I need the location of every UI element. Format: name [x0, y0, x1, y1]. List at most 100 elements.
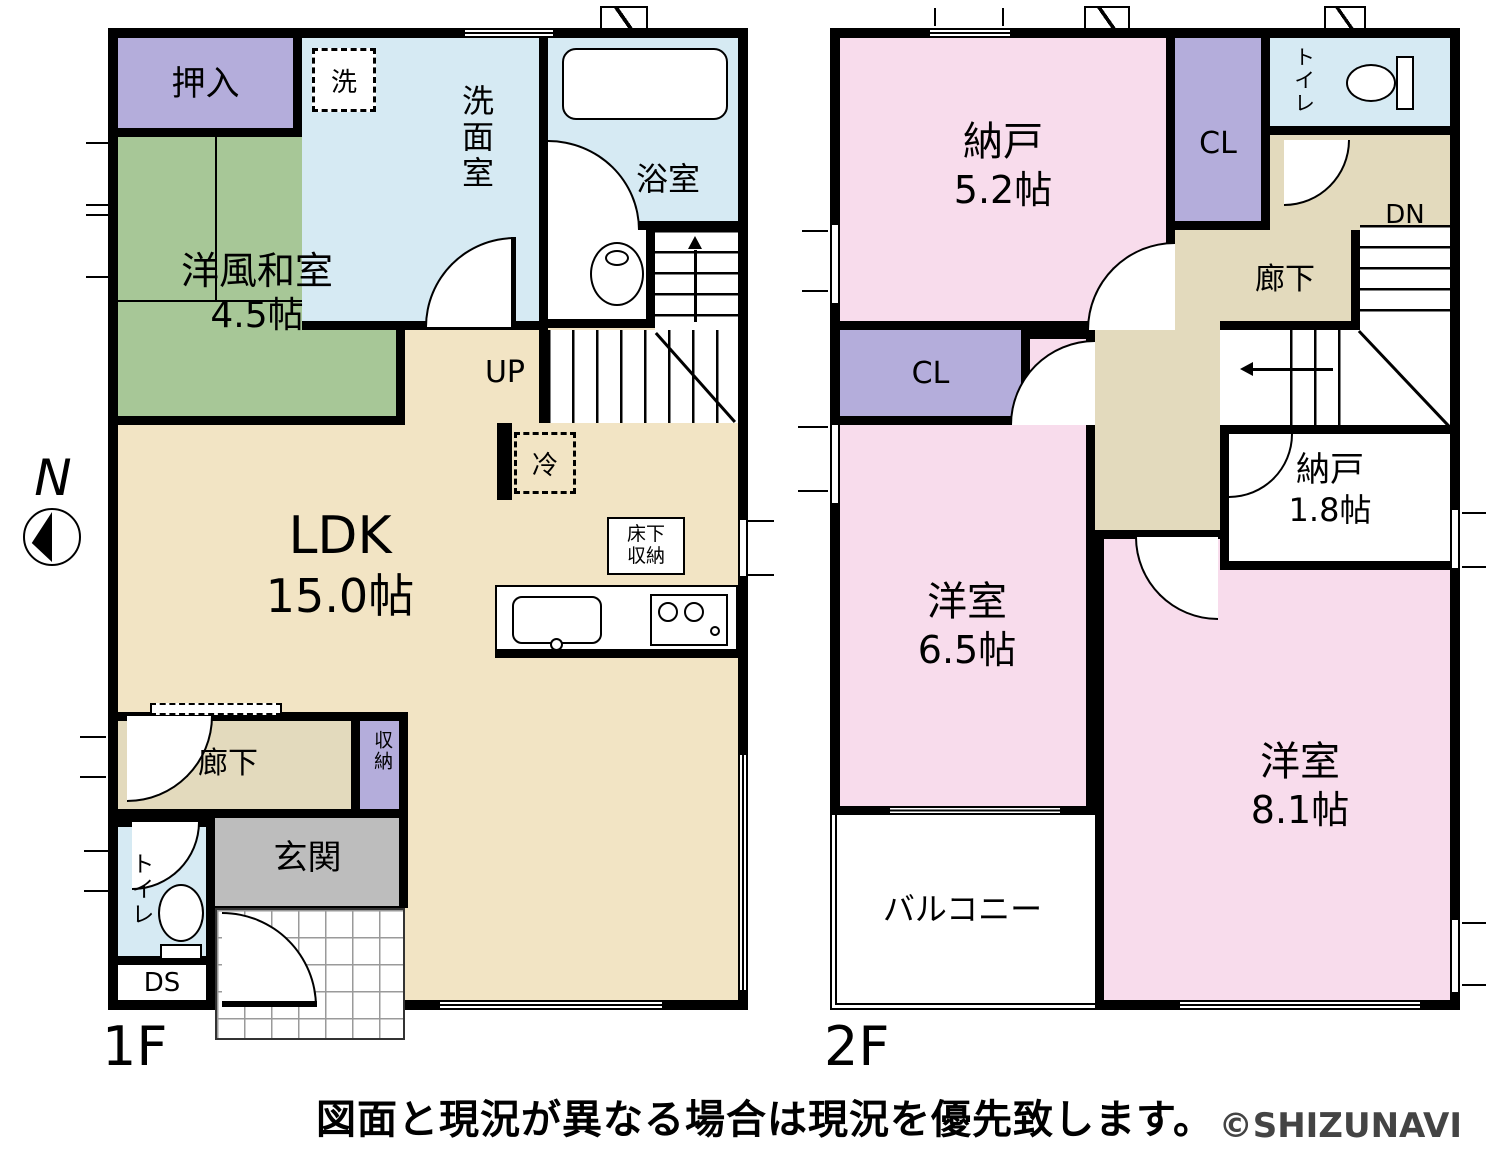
stairs-wall [539, 330, 548, 423]
shuunou-label: 収納 [371, 730, 394, 772]
genkan-label: 玄関 [273, 838, 342, 878]
window-hatch [802, 230, 828, 292]
balcony-label: バルコニー [882, 890, 1043, 928]
stairs-wall [1351, 230, 1360, 330]
window-hatch [934, 8, 1004, 26]
toilet-bowl-icon [158, 884, 204, 942]
fridge-space: 冷 [514, 432, 576, 494]
compass-icon [23, 508, 81, 566]
nando-5-2-name: 納戸 [963, 119, 1043, 165]
stairs-up-arrow-line [694, 250, 697, 322]
cl-top-label: CL [1199, 126, 1237, 161]
window [830, 225, 840, 303]
window-hatch [86, 214, 110, 278]
bathtub-icon [562, 48, 728, 120]
yoshitsu-6-5-name: 洋室 [927, 579, 1007, 625]
toilet-tank-icon [1396, 56, 1414, 110]
ldk-size: 15.0帖 [265, 569, 415, 624]
floor-2f-label: 2F [824, 1015, 890, 1078]
room-oshiire [118, 38, 302, 137]
washitsu-name: 洋風和室 [180, 249, 333, 293]
washer-label: 洗 [330, 67, 357, 98]
hall-2f-corridor [1095, 330, 1220, 530]
cl-mid-label: CL [911, 356, 950, 391]
stairs-wall [1220, 321, 1360, 330]
window-hatch [798, 426, 828, 492]
toilet-tank-icon [160, 944, 202, 960]
up-label: UP [484, 355, 526, 390]
window-hatch [80, 736, 106, 778]
nando-1-8-size: 1.8帖 [1288, 491, 1372, 530]
nando-1-8-label: 納戸 1.8帖 [1220, 450, 1440, 531]
rouka-1f-label: 廊下 [198, 746, 258, 781]
basin-detail-icon [605, 250, 629, 266]
balcony [830, 815, 1095, 1010]
floor-1f-label: 1F [102, 1015, 168, 1078]
window [1180, 1000, 1420, 1010]
wash itsu-label: 洋風和室 4.5帖 [118, 248, 396, 338]
ldk-label: LDK 15.0帖 [190, 505, 490, 625]
toilet-bowl-icon [1346, 64, 1396, 102]
balcony-sliding-window [890, 806, 1060, 815]
compass-north-label: N [34, 449, 72, 507]
room-yoshitsu-8-1 [1095, 530, 1450, 1000]
window-hatch [86, 142, 110, 206]
floor-2f-outline: 納戸 5.2帖 CL トイレ 廊下 DN CL 洋室 6.5帖 納戸 1.8帖 … [830, 28, 1460, 1010]
vent-icon [1324, 6, 1366, 28]
ldk-name: LDK [288, 506, 392, 566]
floor-storage-label: 床下収納 [626, 523, 665, 567]
senmen-label: 洗面室 [457, 84, 496, 192]
window [1450, 920, 1460, 992]
floor-1f-outline: 冷 床下収納 洗 押入 洋風和室 4.5帖 洗面室 浴室 UP LDK [108, 28, 748, 1040]
stairs-2f-lower [1290, 330, 1360, 425]
window [930, 28, 1010, 38]
tatami-line [215, 137, 217, 301]
compass-needle-icon [31, 512, 52, 562]
hall-opening-dashed [150, 703, 282, 715]
disclaimer-text: 図面と現況が異なる場合は現況を優先致します。 [316, 1097, 1214, 1143]
nando-5-2-label: 納戸 5.2帖 [840, 118, 1166, 213]
stove-burner-icon [710, 626, 720, 636]
fridge-label: 冷 [531, 450, 558, 481]
room-ds [118, 965, 215, 1000]
toilet-1f-label: トイレ [127, 852, 154, 927]
yoshitsu-6-5-size: 6.5帖 [917, 627, 1017, 672]
vent-icon [1084, 6, 1130, 28]
yoshitsu-8-1-label: 洋室 8.1帖 [1185, 738, 1415, 833]
washitsu-size: 4.5帖 [210, 295, 304, 337]
ds-label: DS [143, 968, 181, 998]
window [465, 28, 553, 38]
wall-stub [497, 423, 512, 500]
stairs-down-arrow-icon [1240, 362, 1253, 376]
yoshitsu-6-5-label: 洋室 6.5帖 [852, 578, 1082, 673]
stairs-2f-upper [1360, 225, 1450, 330]
oshiire-label: 押入 [171, 64, 240, 104]
floor-storage-box: 床下収納 [607, 517, 685, 575]
window [738, 755, 748, 990]
window [1450, 510, 1460, 568]
window-hatch [1462, 922, 1486, 986]
senmen-door-leaf [511, 237, 516, 327]
bath-label: 浴室 [635, 160, 700, 198]
kitchen-faucet-icon [550, 638, 563, 651]
window [738, 520, 748, 576]
washer-space: 洗 [312, 48, 376, 112]
stove-burner-icon [658, 602, 678, 622]
stove-burner-icon [684, 602, 704, 622]
yoshitsu-8-1-size: 8.1帖 [1250, 787, 1350, 832]
stairs-1f-lower [548, 330, 738, 423]
entrance-door-leaf [222, 1001, 317, 1007]
nando-5-2-size: 5.2帖 [953, 167, 1053, 212]
room-genkan [215, 818, 408, 908]
window [830, 425, 840, 503]
window-hatch [748, 520, 774, 576]
stairs-down-arrow-line [1253, 368, 1333, 371]
vent-icon [600, 6, 648, 28]
nando-1-8-name: 納戸 [1296, 450, 1364, 490]
window [440, 1000, 662, 1010]
hall-2f [1175, 230, 1360, 330]
yoshitsu-8-1-name: 洋室 [1260, 739, 1340, 785]
stairs-up-arrow-icon [688, 236, 702, 249]
room-toilet-2f [1270, 38, 1450, 135]
